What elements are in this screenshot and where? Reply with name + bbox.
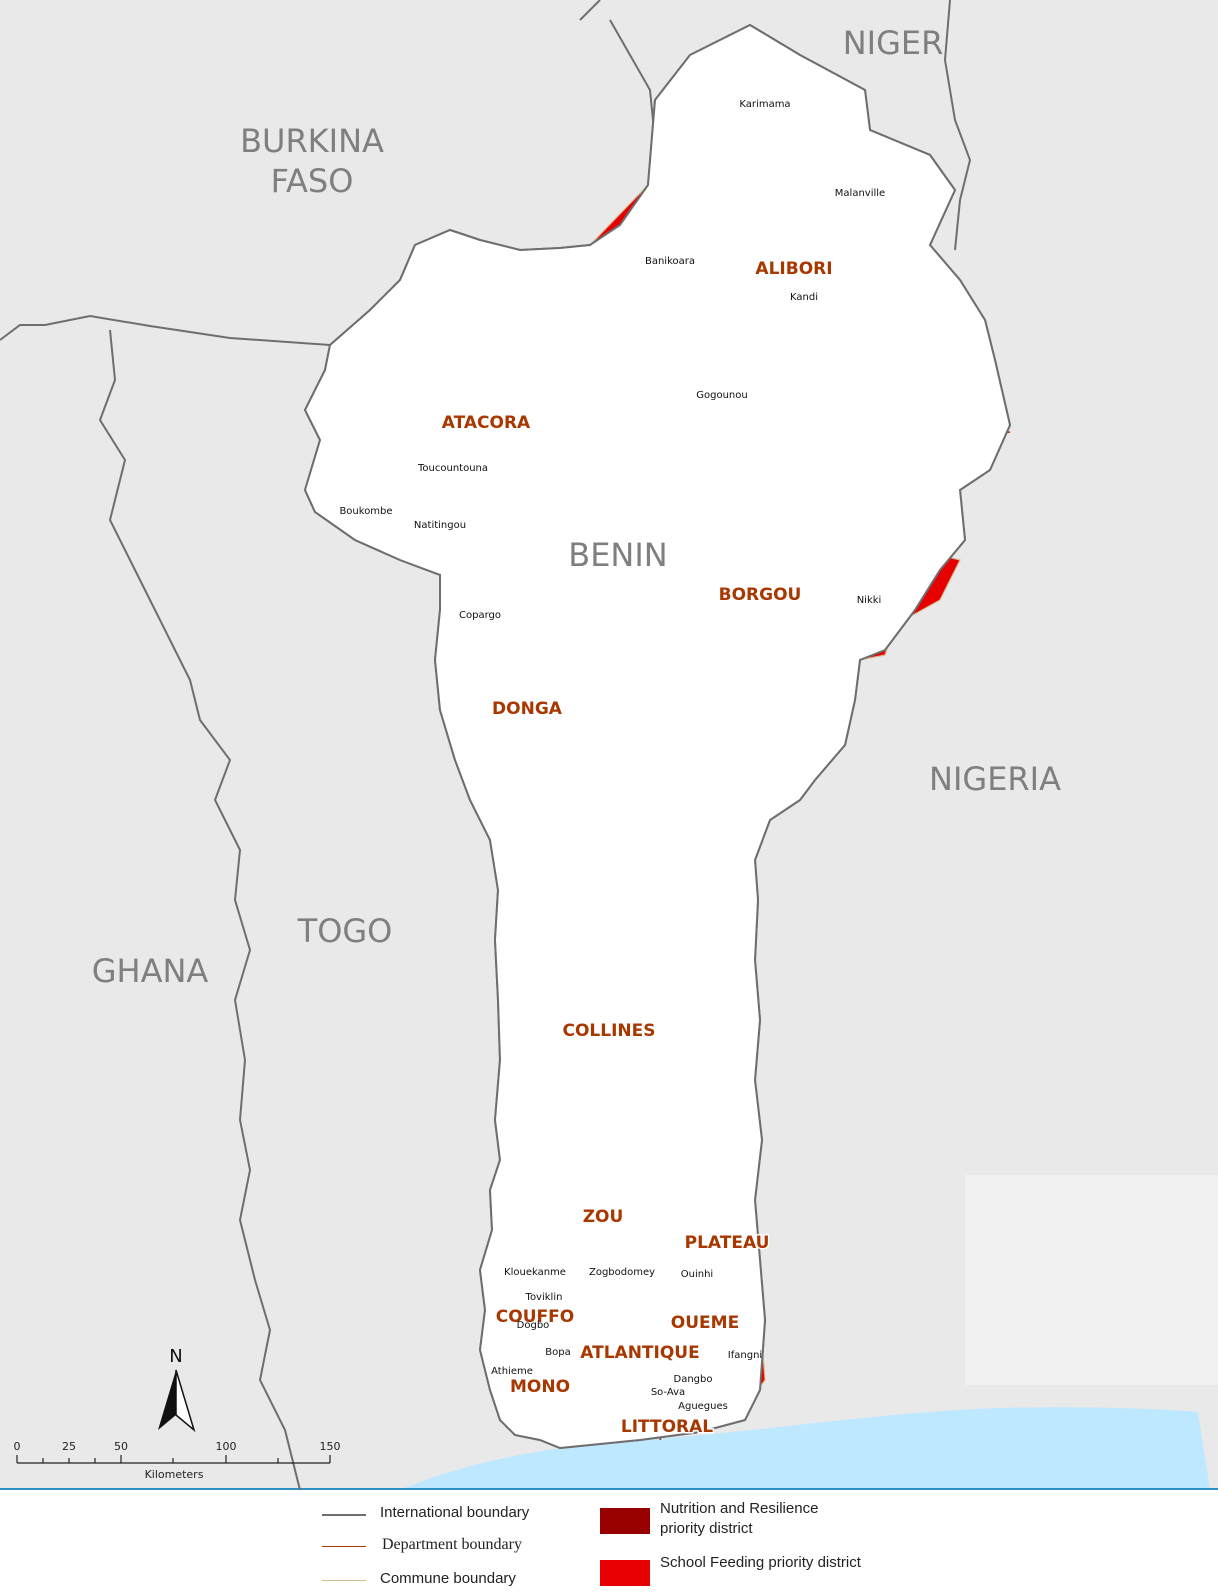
legend-swatch-international [322,1514,366,1516]
country-labels: NIGER BURKINA FASO NIGERIA TOGO GHANA BE… [92,24,1061,990]
label-atlantique: ATLANTIQUE [580,1343,699,1363]
legend-swatch-school-feeding [600,1560,650,1586]
label-aguegues: Aguegues [678,1401,728,1412]
label-atacora: ATACORA [442,413,531,433]
department-labels: ALIBORI ATACORA BORGOU DONGA COLLINES ZO… [440,258,834,1439]
label-ghana: GHANA [92,952,209,990]
label-plateau: PLATEAU [685,1233,770,1253]
label-ouinhi: Ouinhi [681,1269,713,1280]
label-copargo: Copargo [459,610,501,621]
label-bopa: Bopa [545,1347,570,1358]
label-athieme: Athieme [491,1366,533,1377]
scale-bar: 0 25 50 100 150 Kilometers [14,1440,341,1481]
commune-labels: Karimama Malanville Banikoara Kandi Gogo… [339,99,885,1412]
label-zogbodomey: Zogbodomey [589,1267,655,1278]
label-mono: MONO [510,1377,570,1397]
label-nikki: Nikki [857,595,882,606]
legend-label-school-feeding: School Feeding priority district [660,1554,861,1571]
label-dangbo: Dangbo [674,1374,713,1385]
legend-swatch-commune [322,1580,366,1581]
scale-tick-0: 0 [14,1440,21,1453]
label-collines: COLLINES [562,1021,655,1041]
label-niger: NIGER [843,24,944,62]
legend: International boundary Department bounda… [0,1490,1218,1592]
scale-tick-150: 150 [320,1440,341,1453]
label-donga: DONGA [492,699,563,719]
label-dogbo: Dogbo [517,1320,550,1331]
scale-unit: Kilometers [145,1468,204,1481]
label-toucountouna: Toucountouna [417,463,488,474]
label-boukombe: Boukombe [339,506,392,517]
label-borgou: BORGOU [719,585,802,605]
label-togo: TOGO [297,912,393,950]
label-zou: ZOU [583,1207,624,1227]
label-benin: BENIN [568,536,667,574]
legend-label-nutrition-2: priority district [660,1520,753,1537]
label-nigeria: NIGERIA [929,760,1061,798]
scale-tick-100: 100 [216,1440,237,1453]
label-gogounou: Gogounou [696,390,747,401]
legend-swatch-department [322,1546,366,1547]
legend-label-department: Department boundary [382,1536,522,1553]
label-oueme: OUEME [671,1313,739,1333]
label-kandi: Kandi [790,292,818,303]
north-arrow-icon: N [158,1346,196,1433]
label-klouekanme: Klouekanme [504,1267,566,1278]
international-boundaries [0,0,972,1490]
label-burkina-line2: FASO [271,162,354,200]
atlantic-ocean [400,1407,1210,1490]
scale-tick-50: 50 [114,1440,128,1453]
label-malanville: Malanville [835,188,885,199]
label-so-ava: So-Ava [651,1387,685,1398]
label-alibori: ALIBORI [755,259,832,279]
map: NIGER BURKINA FASO NIGERIA TOGO GHANA BE… [0,0,1218,1490]
north-arrow-label: N [169,1346,182,1367]
legend-label-international: International boundary [380,1504,530,1521]
label-banikoara: Banikoara [645,256,695,267]
legend-swatch-nutrition [600,1508,650,1534]
label-burkina-line1: BURKINA [240,122,384,160]
legend-label-commune: Commune boundary [380,1570,516,1587]
legend-label-nutrition-1: Nutrition and Resilience [660,1500,819,1517]
map-panel-lighter [965,1175,1218,1385]
label-toviklin: Toviklin [525,1292,563,1303]
scale-tick-25: 25 [62,1440,76,1453]
label-littoral: LITTORAL [621,1417,713,1437]
label-couffo: COUFFO [496,1307,574,1327]
label-natitingou: Natitingou [414,520,466,531]
label-ifangni: Ifangni [728,1350,762,1361]
label-karimama: Karimama [739,99,790,110]
